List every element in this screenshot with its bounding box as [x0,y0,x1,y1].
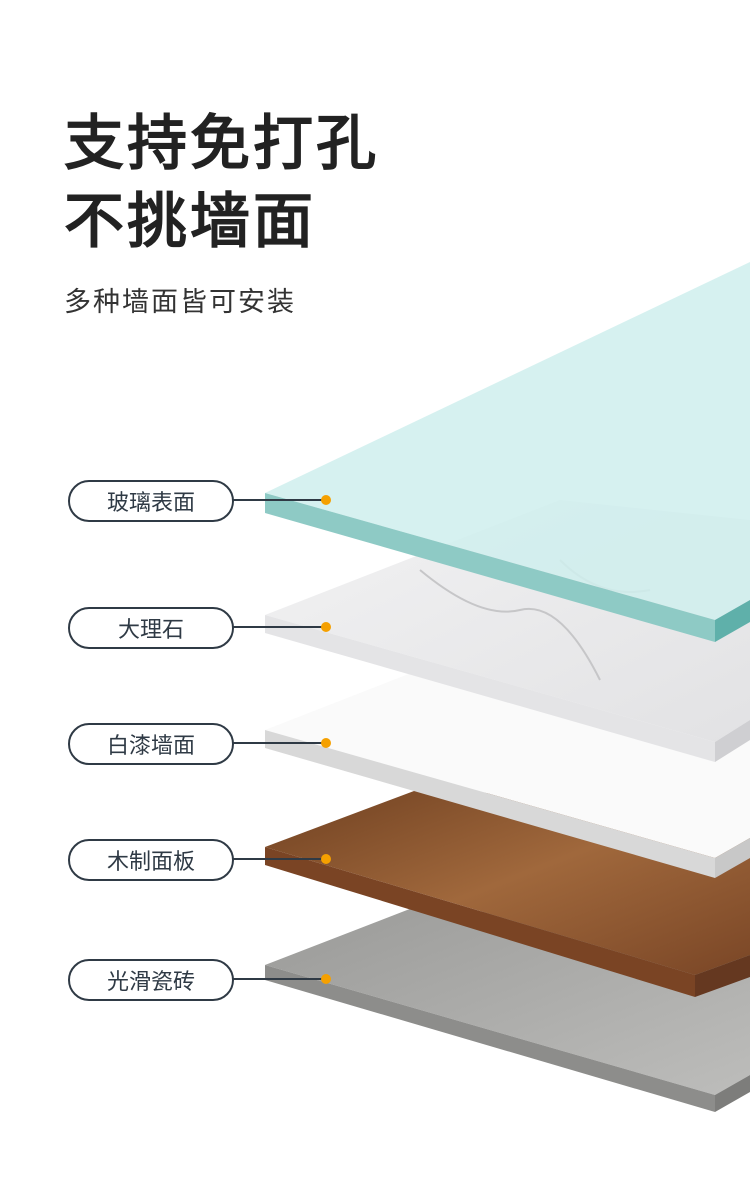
headline-line-2: 不挑墙面 [64,187,316,257]
label-marble: 大理石 [68,607,234,649]
subtitle: 多种墙面皆可安装 [64,287,296,318]
label-white-paint: 白漆墙面 [68,723,234,765]
connectors [232,495,331,984]
label-wood-panel: 木制面板 [68,839,234,881]
headline-line-1: 支持免打孔 [64,109,379,179]
label-glass: 玻璃表面 [68,480,234,522]
glass-layer [265,262,750,642]
label-smooth-tile: 光滑瓷砖 [68,959,234,1001]
